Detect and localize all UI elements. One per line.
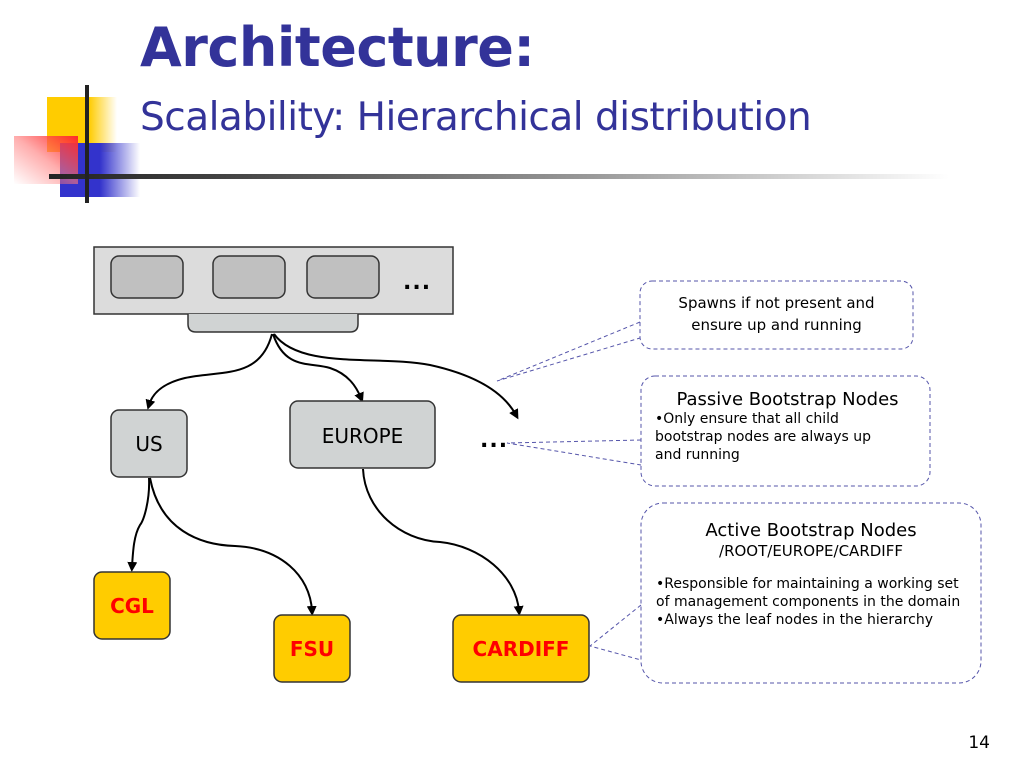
node-us-label: US <box>135 432 163 456</box>
callout-spawns-line2: ensure up and running <box>691 316 862 334</box>
callout-spawns-box <box>639 280 914 350</box>
callout-passive-heading: Passive Bootstrap Nodes <box>676 389 899 410</box>
edge-root-us <box>145 333 273 410</box>
edge-europe-cardiff <box>362 468 524 616</box>
edge-us-fsu <box>149 477 317 616</box>
callout-active: Active Bootstrap Nodes /ROOT/EUROPE/CARD… <box>656 520 966 629</box>
node-cgl-label: CGL <box>110 594 154 618</box>
title-underline <box>49 174 949 179</box>
callout-spawns-pointer <box>496 321 641 382</box>
node-fsu <box>273 614 351 683</box>
root-slot-2 <box>212 255 286 299</box>
callout-active-heading: Active Bootstrap Nodes <box>705 520 917 541</box>
callout-active-bullet-2: •Always the leaf nodes in the hierarchy <box>656 612 934 628</box>
root-ellipsis: ... <box>403 270 432 295</box>
callout-spawns: Spawns if not present and ensure up and … <box>645 292 908 336</box>
root-slot-3 <box>306 255 380 299</box>
node-cardiff-label: CARDIFF <box>472 637 570 661</box>
callout-active-bullet-1: •Responsible for maintaining a working s… <box>656 576 961 610</box>
page-number: 14 <box>968 733 990 753</box>
callout-spawns-line1: Spawns if not present and <box>678 294 875 312</box>
node-us <box>110 409 188 478</box>
callout-passive-bullet: •Only ensure that all child bootstrap no… <box>655 411 872 463</box>
callout-active-path: /ROOT/EUROPE/CARDIFF <box>719 542 903 560</box>
root-base <box>187 314 359 333</box>
edge-us-cgl <box>127 477 151 572</box>
node-europe <box>289 400 436 469</box>
callout-passive-pointer <box>506 439 642 466</box>
callout-active-pointer <box>588 604 642 661</box>
node-europe-label: EUROPE <box>321 424 404 448</box>
node-fsu-label: FSU <box>289 637 335 661</box>
slide-title: Architecture: <box>140 16 535 79</box>
more-nodes-ellipsis: ... <box>480 428 509 453</box>
node-cardiff <box>452 614 590 683</box>
root-slot-1 <box>110 255 184 299</box>
edge-root-more <box>273 333 519 420</box>
node-cgl <box>93 571 171 640</box>
callout-passive-box <box>640 375 931 487</box>
callout-passive: Passive Bootstrap Nodes •Only ensure tha… <box>655 389 920 464</box>
slide-subtitle: Scalability: Hierarchical distribution <box>140 95 812 140</box>
decor-vertical-line <box>85 85 89 203</box>
callout-active-box <box>640 502 982 684</box>
edge-root-europe <box>272 333 364 403</box>
